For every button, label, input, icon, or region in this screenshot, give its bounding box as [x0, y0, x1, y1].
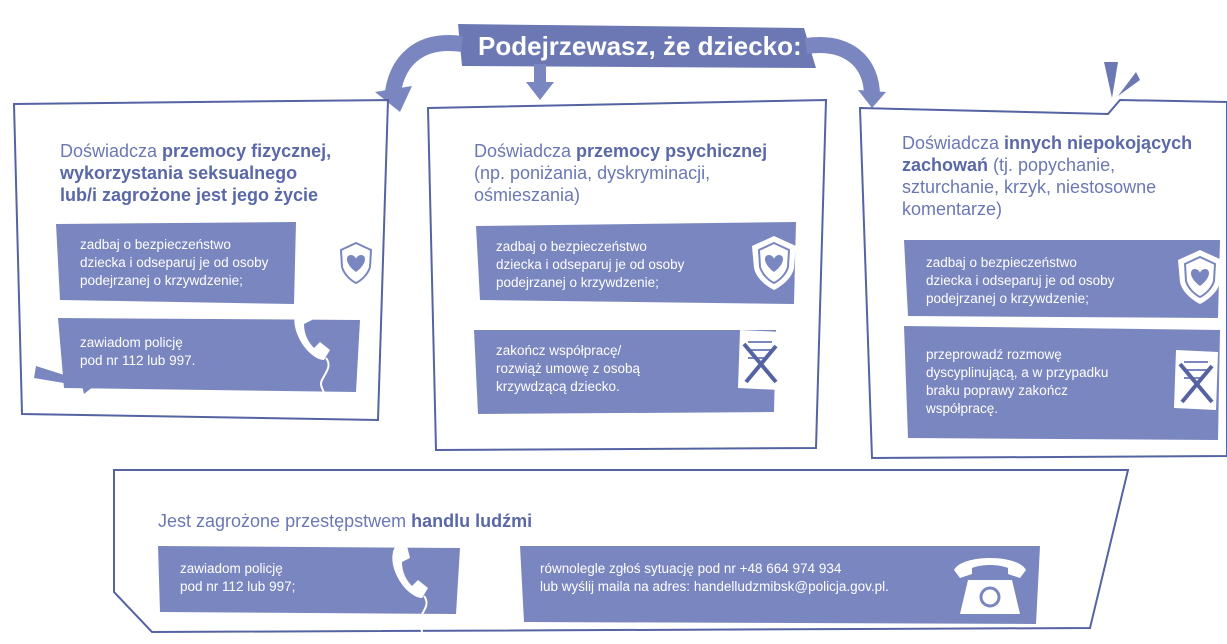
card-1-title: Doświadcza przemocy fizycznej, wykorzyst…: [60, 141, 332, 205]
card-1-frame: [12, 98, 390, 422]
bottom-action-1-text: zawiadom policję pod nr 112 lub 997;: [180, 561, 296, 594]
card-1-band-1: [56, 222, 296, 304]
card-1-action-1-text: zadbaj o bezpieczeństwo dziecka i odsepa…: [80, 237, 269, 288]
desk-telephone-icon: [954, 558, 1026, 614]
card-3-frame: [858, 98, 1227, 460]
card-1-action-2-text: zawiadom policję pod nr 112 lub 997.: [80, 335, 196, 368]
bottom-band-2: [520, 546, 1040, 624]
card-3-band-2: [904, 326, 1220, 440]
card-3-action-2-text: przeprowadź rozmowę dyscyplinującą, a w …: [926, 347, 1109, 416]
card-2-action-1-text: zadbaj o bezpieczeństwo dziecka i odsepa…: [496, 239, 685, 290]
card-3-band-1: [904, 240, 1220, 318]
bottom-box-frame: [113, 469, 1130, 634]
card-3-title: Doświadcza innych niepokojących zachowań…: [902, 133, 1193, 219]
bottom-action-2-text: równolegle zgłoś sytuację pod nr +48 664…: [540, 561, 889, 594]
heading-banner: [375, 24, 1140, 112]
card-2-band-1: [476, 222, 796, 304]
bottom-band-1: [158, 546, 460, 614]
bottom-box-title: Jest zagrożone przestępstwem handlu ludź…: [158, 511, 533, 531]
page-title: Podejrzewasz, że dziecko:: [478, 31, 802, 61]
card-3-action-1-text: zadbaj o bezpieczeństwo dziecka i odsepa…: [926, 255, 1115, 306]
arrow-to-bottom-box: [34, 366, 104, 394]
card-2-title: Doświadcza przemocy psychicznej (np. pon…: [474, 141, 768, 205]
card-2-frame: [426, 98, 828, 452]
card-2-band-2: [474, 330, 776, 414]
card-1-band-2: [58, 318, 360, 392]
card-2-action-2-text: zakończ współpracę/ rozwiąż umowę z osob…: [496, 343, 641, 394]
